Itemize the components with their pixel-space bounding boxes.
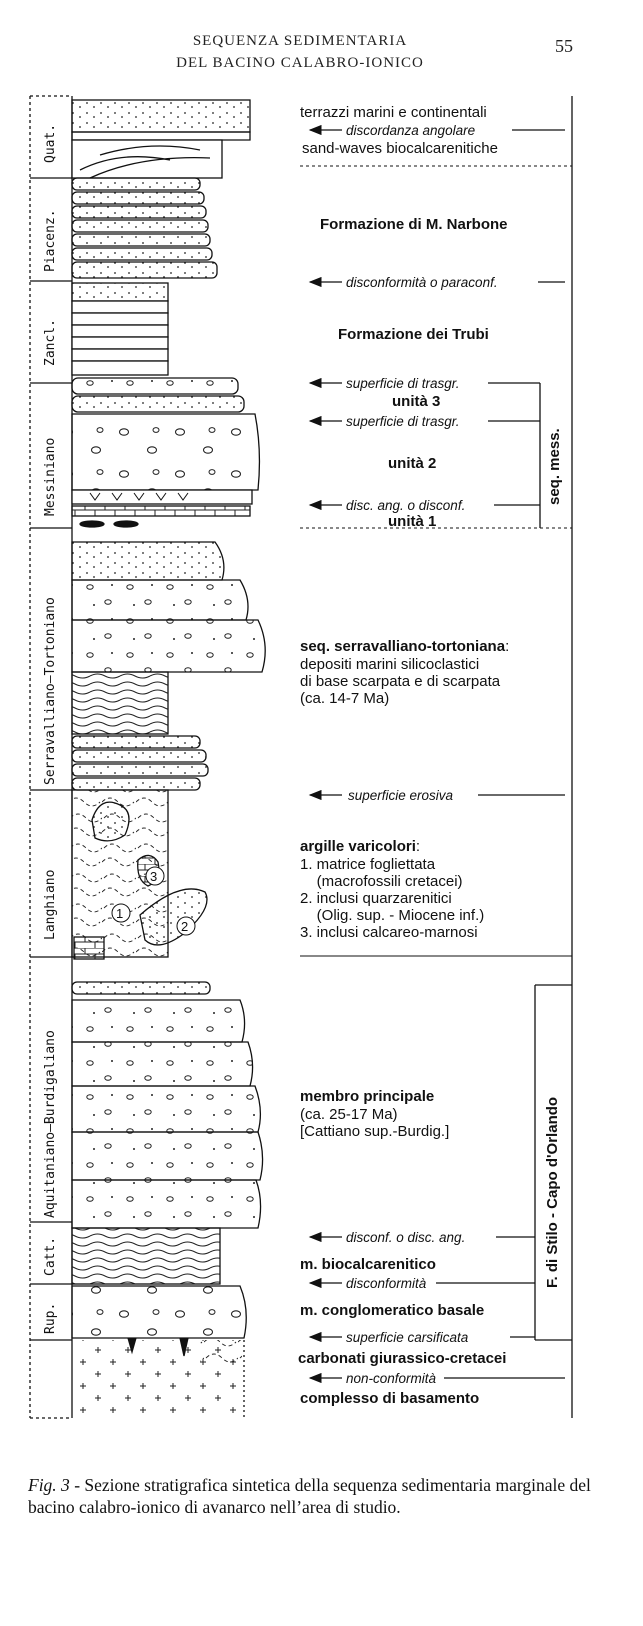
label-discordanza-angolare: discordanza angolare [346, 123, 476, 138]
inclusion-label-1: 1 [116, 906, 124, 921]
header-title: SEQUENZA SEDIMENTARIA DEL BACINO CALABRO… [0, 30, 600, 74]
label-seq-serr-colon: : [505, 638, 510, 655]
bracket-label-stilo: F. di Stilo - Capo d'Orlando [544, 1096, 561, 1288]
stage-label-rup: Rup. [43, 1302, 58, 1334]
inclusion-label-3: 3 [150, 869, 158, 884]
stratigraphic-column [29, 95, 573, 1419]
label-membro-body: (ca. 25-17 Ma) [Cattiano sup.-Burdig.] [300, 1106, 450, 1140]
stage-label-serravalliano-tortoniano: Serravalliano–Tortoniano [43, 597, 58, 785]
label-argille-colon: : [415, 838, 421, 855]
label-argille-title: argille varicolori [300, 838, 416, 855]
label-narbone: Formazione di M. Narbone [320, 216, 508, 233]
surface-arrows [308, 124, 565, 1384]
caption-text: - Sezione stratigrafica sintetica della … [28, 1475, 591, 1517]
boundary-lines [300, 165, 572, 957]
label-disconf-disc-ang: disconf. o disc. ang. [346, 1230, 466, 1245]
caption-fig-label: Fig. 3 [28, 1475, 70, 1495]
label-sup-erosiva: superficie erosiva [348, 788, 454, 803]
stage-label-zancl: Zancl. [43, 319, 58, 366]
label-trubi: Formazione dei Trubi [338, 326, 489, 343]
label-unita2: unità 2 [388, 455, 437, 472]
label-unita3: unità 3 [392, 393, 441, 410]
label-sup-trasgr-1: superficie di trasgr. [346, 376, 460, 391]
label-seq-serr: seq. serravalliano-tortoniana: [300, 638, 509, 655]
bracket-lines [534, 383, 572, 1341]
label-sand-waves: sand-waves biocalcarenitiche [302, 140, 498, 157]
label-seq-serr-title: seq. serravalliano-tortoniana [300, 638, 506, 655]
label-carbonati: carbonati giurassico-cretacei [298, 1350, 507, 1367]
stage-label-aquitaniano-burdigaliano: Aquitaniano–Burdigaliano [43, 1030, 58, 1218]
label-argille-body: 1. matrice fogliettata (macrofossili cre… [300, 856, 485, 941]
label-argille: argille varicolori: [300, 838, 420, 855]
label-sup-trasgr-2: superficie di trasgr. [346, 414, 460, 429]
label-seq-serr-body: depositi marini silicoclastici di base s… [300, 656, 501, 707]
label-unita1: unità 1 [388, 513, 437, 530]
stage-label-langhiano: Langhiano [43, 869, 58, 940]
stage-label-messiniano: Messiniano [43, 437, 58, 516]
stage-label-quat: Quat. [43, 123, 58, 163]
label-disc-ang-disconf: disc. ang. o disconf. [346, 498, 466, 513]
header-title-line2: DEL BACINO CALABRO-IONICO [176, 55, 424, 71]
bracket-label-seq-mess: seq. mess. [546, 428, 563, 505]
label-non-conformita: non-conformità [346, 1371, 437, 1386]
lithology-column [71, 99, 266, 1418]
label-membro-principale: membro principale [300, 1088, 435, 1105]
label-m-conglom: m. conglomeratico basale [300, 1302, 485, 1319]
header-title-line1: SEQUENZA SEDIMENTARIA [192, 33, 408, 49]
stage-label-catt: Catt. [43, 1236, 58, 1276]
figure-caption: Fig. 3 - Sezione stratigrafica sintetica… [28, 1474, 603, 1518]
label-terrazzi: terrazzi marini e continentali [300, 104, 487, 121]
stage-label-piacenz: Piacenz. [43, 209, 58, 272]
inclusion-label-2: 2 [181, 919, 189, 934]
label-disconformita-paraconf: disconformità o paraconf. [346, 275, 498, 290]
label-sup-carsificata: superficie carsificata [346, 1330, 469, 1345]
label-m-biocalc: m. biocalcarenitico [300, 1256, 436, 1273]
label-disconformita: disconformità [346, 1276, 427, 1291]
page-number: 55 [555, 36, 573, 56]
label-basamento: complesso di basamento [300, 1390, 480, 1407]
